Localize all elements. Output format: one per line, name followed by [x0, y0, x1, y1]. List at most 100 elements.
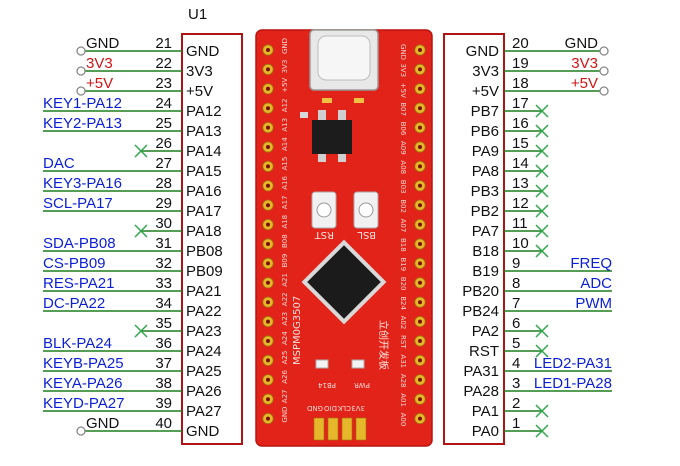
pin-name: 3V3: [186, 63, 213, 80]
no-connect-mark: [535, 224, 549, 238]
pin-number: 36: [155, 335, 172, 352]
left-symbol-body: [181, 33, 243, 445]
right-pin-silk: A00: [399, 413, 407, 427]
left-pin-silk: A14: [281, 137, 289, 151]
pin-number: 26: [155, 135, 172, 152]
hole-center: [266, 377, 270, 382]
pin-number: 15: [512, 135, 529, 152]
right-pin-silk: B19: [399, 257, 407, 271]
right-pin-silk: B02: [399, 199, 407, 213]
net-label: ADC: [580, 275, 612, 292]
pb14-led: [315, 359, 329, 369]
right-pin-silk: A08: [399, 160, 407, 174]
voltage-regulator-chip: [312, 120, 352, 154]
swd-pad: [341, 417, 353, 441]
pin-number: 21: [155, 35, 172, 52]
no-connect-mark: [535, 124, 549, 138]
net-label: KEYD-PA27: [43, 395, 124, 412]
net-label: GND: [565, 35, 599, 52]
hole-center: [266, 145, 270, 149]
pin-number: 28: [155, 175, 172, 192]
hole-center: [418, 416, 422, 421]
left-pin-silk: A24: [281, 331, 289, 345]
pin-number: 9: [512, 255, 520, 272]
net-label: DC-PA22: [43, 295, 105, 312]
smd-passive: [322, 98, 332, 103]
chip-lead: [318, 154, 326, 162]
left-pin-silk: A26: [281, 370, 289, 384]
net-terminal-circle: [599, 86, 609, 96]
no-connect-mark: [535, 164, 549, 178]
pin-number: 38: [155, 375, 172, 392]
chip-lead: [338, 110, 346, 120]
pin-number: 39: [155, 395, 172, 412]
net-label: BLK-PA24: [43, 335, 112, 352]
hole-center: [266, 67, 270, 72]
pin-name: +5V: [472, 83, 499, 100]
net-label: LED2-PA31: [534, 355, 612, 372]
right-pin-silk: +5V: [399, 83, 407, 98]
pwr-silk: PWR: [354, 381, 370, 389]
pin-number: 18: [512, 75, 529, 92]
net-label: GND: [86, 415, 120, 432]
swd-pad-silk: CLK: [337, 404, 351, 412]
pin-number: 7: [512, 295, 520, 312]
hole-center: [266, 48, 270, 52]
pin-number: 4: [512, 355, 520, 372]
hole-center: [418, 164, 422, 169]
left-pin-silk: A25: [281, 351, 289, 365]
right-pin-silk: RST: [399, 335, 407, 349]
smd-passive: [300, 112, 308, 118]
pin-name: PB6: [471, 123, 499, 140]
no-connect-mark: [535, 404, 549, 418]
hole-center: [418, 48, 422, 52]
pin-name: PA28: [463, 383, 499, 400]
hole-center: [266, 242, 270, 246]
right-pin-silk: B18: [399, 238, 407, 252]
left-pin-silk: A22: [281, 292, 289, 306]
swd-pad-silk: 3V3: [351, 404, 365, 412]
board-model-silk: MSPM0G3507: [292, 296, 303, 365]
no-connect-mark: [535, 244, 549, 258]
left-pin-row: 23+5V+5V: [76, 75, 213, 100]
hole-center: [418, 358, 422, 363]
usb-c-shell: [317, 35, 371, 81]
pin-number: 12: [512, 195, 529, 212]
pwr-led: [351, 359, 365, 369]
smd-passive: [354, 98, 364, 103]
hole-center: [418, 125, 422, 130]
right-pin-row: 18+5V+5V: [472, 75, 609, 100]
net-label: +5V: [86, 75, 113, 92]
pin-name: PA15: [186, 163, 222, 180]
pin-name: GND: [186, 43, 220, 60]
pin-number: 3: [512, 375, 520, 392]
pin-name: PA0: [472, 423, 499, 440]
right-pin-silk: GND: [399, 44, 407, 60]
chip-lead: [338, 154, 346, 162]
pin-name: GND: [466, 43, 500, 60]
no-connect-mark: [134, 224, 148, 238]
mcu-package: [307, 245, 381, 319]
pin-number: 34: [155, 295, 172, 312]
no-connect-mark: [535, 324, 549, 338]
net-label: RES-PA21: [43, 275, 114, 292]
pin-number: 22: [155, 55, 172, 72]
right-pin-silk: 3V3: [399, 63, 407, 77]
pin-name: PA31: [463, 363, 499, 380]
pin-number: 2: [512, 395, 520, 412]
hole-center: [266, 125, 270, 130]
